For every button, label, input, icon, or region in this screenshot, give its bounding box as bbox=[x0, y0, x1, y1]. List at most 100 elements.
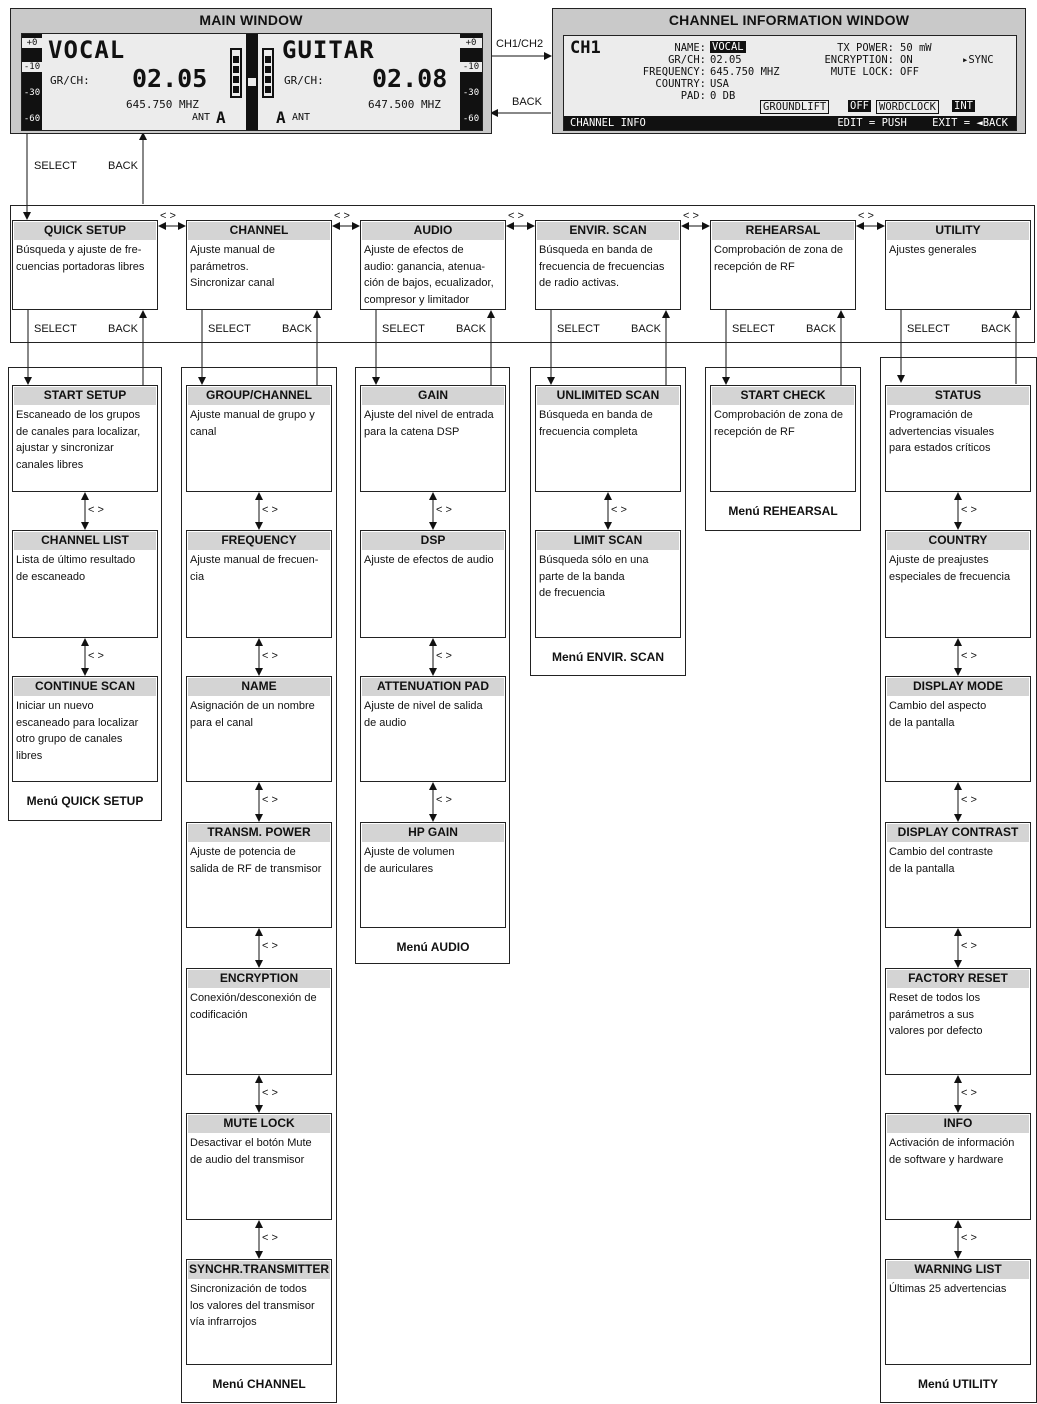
groundlift-label: GROUNDLIFT bbox=[760, 100, 830, 114]
lr-label-channel-1: < > bbox=[262, 650, 278, 662]
submenu-frame-audio bbox=[355, 367, 510, 964]
lr-label-channel-0: < > bbox=[262, 504, 278, 516]
encryption-label: ENCRYPTION: bbox=[824, 54, 894, 66]
select-label-rehearsal: SELECT bbox=[732, 323, 775, 335]
submenu-item-dsp-description: Ajuste de efectos de audio bbox=[364, 554, 494, 566]
submenu-item-factory-reset-title: FACTORY RESET bbox=[887, 970, 1029, 988]
lr-label-utility-1: < > bbox=[961, 650, 977, 662]
submenu-item-synchr-transmitter-title: SYNCHR.TRANSMITTER bbox=[188, 1261, 330, 1279]
submenu-item-group-channel[interactable]: GROUP/CHANNEL Ajuste manual de grupo y ca… bbox=[186, 385, 332, 492]
battery-icon-ch2 bbox=[262, 48, 274, 98]
submenu-item-country-description: Ajuste de preajustes especiales de frecu… bbox=[889, 554, 1011, 583]
submenu-item-info-description: Activación de información de software y … bbox=[889, 1137, 1015, 1166]
lr-label-quick-setup-1: < > bbox=[88, 650, 104, 662]
caption-utility: Menú UTILITY bbox=[918, 1377, 998, 1391]
submenu-item-group-channel-title: GROUP/CHANNEL bbox=[188, 387, 330, 405]
level-left-1: -10 bbox=[22, 62, 42, 72]
ch2-ant-letter: A bbox=[276, 108, 286, 127]
submenu-item-unlimited-scan-description: Búsqueda en banda de frecuencia completa bbox=[539, 409, 653, 438]
select-label-envir-scan: SELECT bbox=[557, 323, 600, 335]
submenu-item-group-channel-description: Ajuste manual de grupo y canal bbox=[190, 409, 315, 438]
grch-label: GR/CH: bbox=[668, 54, 706, 66]
menu-rehearsal-title: REHEARSAL bbox=[712, 222, 854, 240]
lr-label-utility-3: < > bbox=[961, 940, 977, 952]
back-label-utility: BACK bbox=[981, 323, 1011, 335]
ch1-grch: 02.05 bbox=[132, 64, 208, 93]
frequency-value: 645.750 MHZ bbox=[710, 66, 780, 78]
channel-id: CH1 bbox=[570, 38, 601, 58]
lr-label-quick-setup-0: < > bbox=[88, 504, 104, 516]
sync-option[interactable]: ▸SYNC bbox=[962, 54, 994, 66]
level-right-0: +0 bbox=[460, 38, 482, 48]
select-label-quick-setup: SELECT bbox=[34, 323, 77, 335]
caption-envir-scan: Menú ENVIR. SCAN bbox=[551, 650, 664, 664]
ch1-ch2-label: CH1/CH2 bbox=[496, 38, 544, 50]
submenu-item-attenuation-pad-title: ATTENUATION PAD bbox=[362, 678, 504, 696]
lr-label-utility-5: < > bbox=[961, 1232, 977, 1244]
submenu-item-continue-scan-description: Iniciar un nuevo escaneado para localiza… bbox=[16, 700, 139, 762]
wordclock-value: INT bbox=[952, 100, 975, 112]
channel-info-title: CHANNEL INFORMATION WINDOW bbox=[668, 12, 910, 28]
ch1-ant-letter: A bbox=[216, 108, 226, 127]
submenu-frame-quick-setup bbox=[8, 367, 162, 821]
menu-envir-scan-description: Búsqueda en banda de frecuencia de frecu… bbox=[539, 244, 665, 289]
back-label-channel: BACK bbox=[282, 323, 312, 335]
footer-right-text: EDIT = PUSH EXIT = ◄BACK bbox=[837, 117, 1008, 129]
submenu-item-gain-description: Ajuste del nivel de entrada para la cate… bbox=[364, 409, 494, 438]
select-label-utility: SELECT bbox=[907, 323, 950, 335]
ch1-frequency: 645.750 MHZ bbox=[126, 98, 199, 111]
lr-label-utility-2: < > bbox=[961, 794, 977, 806]
lr-label-channel-3: < > bbox=[262, 940, 278, 952]
caption-quick-setup: Menú QUICK SETUP bbox=[26, 794, 144, 808]
menu-envir-scan-title: ENVIR. SCAN bbox=[537, 222, 679, 240]
level-left-2: -30 bbox=[23, 88, 41, 98]
menu-audio-title: AUDIO bbox=[362, 222, 504, 240]
submenu-item-name-description: Asignación de un nombre para el canal bbox=[190, 700, 315, 729]
submenu-item-warning-list-description: Últimas 25 advertencias bbox=[889, 1283, 1007, 1295]
submenu-item-start-setup-title: START SETUP bbox=[14, 387, 156, 405]
submenu-frame-channel bbox=[181, 367, 337, 1403]
lr-label-utility-4: < > bbox=[961, 1087, 977, 1099]
submenu-item-hp-gain-description: Ajuste de volumen de auriculares bbox=[364, 846, 455, 875]
select-label-main: SELECT bbox=[34, 160, 77, 172]
main-window: MAIN WINDOW +0 -10 -30 -60 +0 -10 -30 -6… bbox=[10, 8, 492, 134]
submenu-item-encryption-description: Conexión/desconexión de codificación bbox=[190, 992, 317, 1021]
menu-quick-setup-title: QUICK SETUP bbox=[14, 222, 156, 240]
groundlift-value: OFF bbox=[848, 100, 871, 112]
wordclock-label: WORDCLOCK bbox=[876, 100, 939, 114]
back-label-main: BACK bbox=[108, 160, 138, 172]
menu-envir-scan[interactable]: ENVIR. SCAN Búsqueda en banda de frecuenc… bbox=[535, 220, 681, 310]
country-label: COUNTRY: bbox=[655, 78, 706, 90]
back-label-envir-scan: BACK bbox=[631, 323, 661, 335]
footer-left-text: CHANNEL INFO bbox=[570, 117, 646, 129]
menu-audio-description: Ajuste de efectos de audio: ganancia, at… bbox=[364, 244, 494, 306]
menu-audio[interactable]: AUDIO Ajuste de efectos de audio: gananci… bbox=[360, 220, 506, 310]
